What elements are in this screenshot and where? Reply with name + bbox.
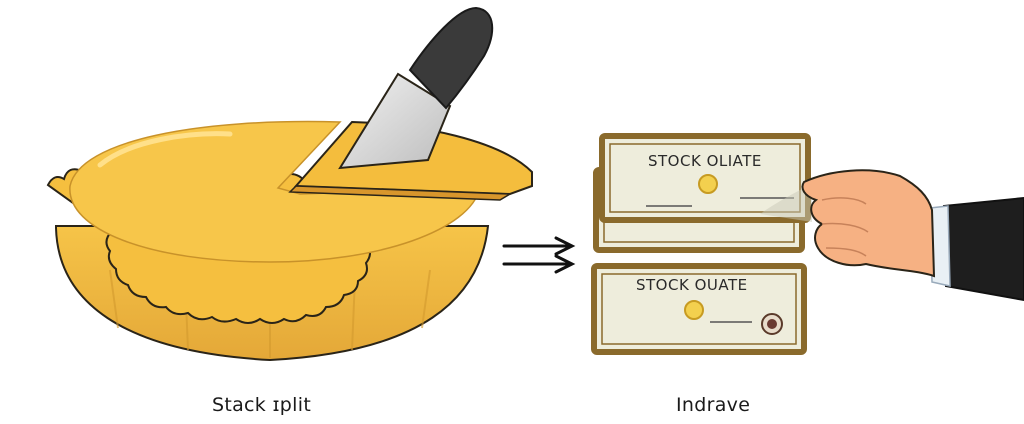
certificate-icon: STOCK OLIATE — [599, 133, 812, 223]
double-arrow-icon — [502, 236, 576, 274]
pie-top-surface — [69, 120, 481, 263]
hand — [801, 169, 936, 278]
knife-blade — [338, 72, 452, 170]
right-caption: Indrave — [676, 394, 751, 416]
knife-handle — [408, 6, 494, 110]
left-caption: Stack ɪplit — [212, 394, 312, 416]
seal-icon — [684, 300, 704, 320]
pie-icon — [46, 120, 533, 362]
pie-slice-edge — [288, 185, 513, 201]
sleeve — [942, 196, 1024, 302]
knife-icon — [338, 6, 494, 170]
certificate-icon: STOCK OUATE — [591, 263, 807, 355]
pie-highlight — [97, 131, 233, 168]
hand-icon — [801, 169, 1024, 302]
certificate-title: STOCK OUATE — [636, 276, 748, 294]
seal-icon — [698, 174, 718, 194]
certificate-title: STOCK OLIATE — [648, 152, 762, 170]
